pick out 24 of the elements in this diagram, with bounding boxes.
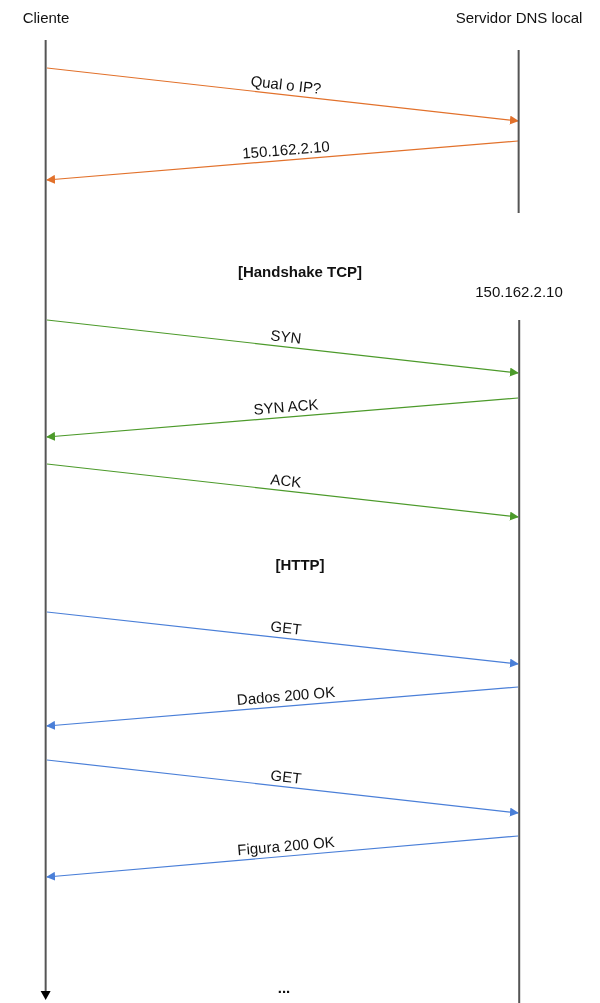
edge-label: ACK [268, 471, 304, 491]
edge-label: Qual o IP? [248, 72, 324, 97]
participant-label: Servidor DNS local [455, 8, 583, 28]
message-arrow [46, 67, 519, 125]
message-arrow [46, 686, 519, 730]
message-arrow [46, 759, 519, 817]
section-label: ... [277, 978, 291, 998]
edge-label: GET [268, 618, 304, 639]
message-arrow [46, 140, 519, 184]
participant-label: Cliente [22, 8, 70, 28]
edge-label: Figura 200 OK [235, 833, 337, 859]
message-arrow [46, 611, 519, 668]
participant-label: 150.162.2.10 [475, 282, 563, 302]
edge-label: Dados 200 OK [235, 684, 337, 709]
section-label: [HTTP] [275, 555, 325, 575]
section-label: [Handshake TCP] [237, 262, 363, 282]
edge-label: SYN [268, 327, 304, 347]
edge-label: GET [268, 767, 304, 787]
edge-label: 150.162.2.10 [240, 138, 332, 162]
message-arrow [46, 463, 519, 521]
message-arrow [46, 397, 519, 441]
message-arrow [46, 319, 519, 377]
message-arrow [46, 835, 519, 881]
edge-label: SYN ACK [251, 396, 321, 418]
